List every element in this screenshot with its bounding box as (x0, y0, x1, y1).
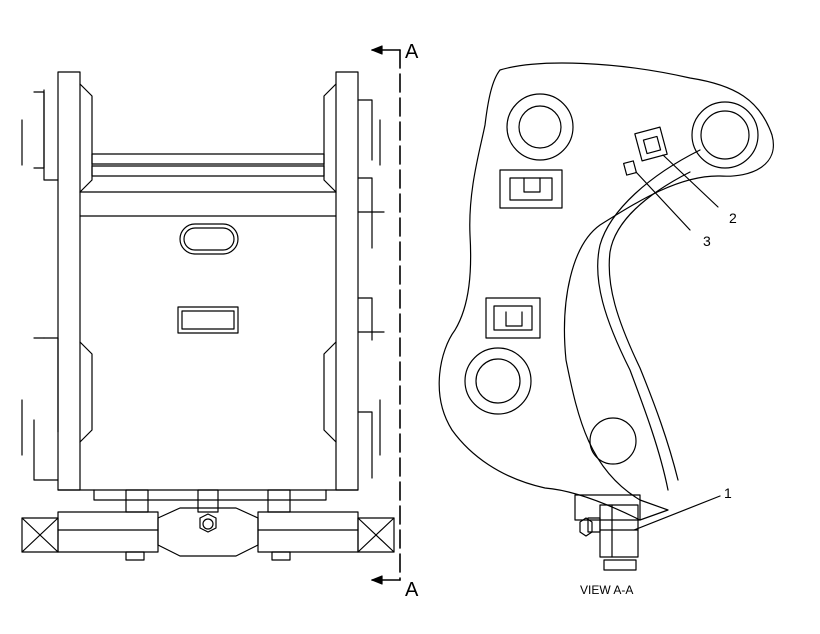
callout-3: 3 (703, 233, 711, 249)
section-line (371, 45, 401, 585)
section-view-a-a (438, 62, 774, 571)
diagram-labels: A A 1 2 3 VIEW A-A (405, 41, 737, 601)
section-marker-top: A (405, 41, 419, 63)
callout-1: 1 (724, 485, 732, 501)
section-marker-bottom: A (405, 579, 419, 601)
view-caption: VIEW A-A (580, 583, 633, 597)
callout-2: 2 (729, 210, 737, 226)
front-view (21, 71, 395, 561)
